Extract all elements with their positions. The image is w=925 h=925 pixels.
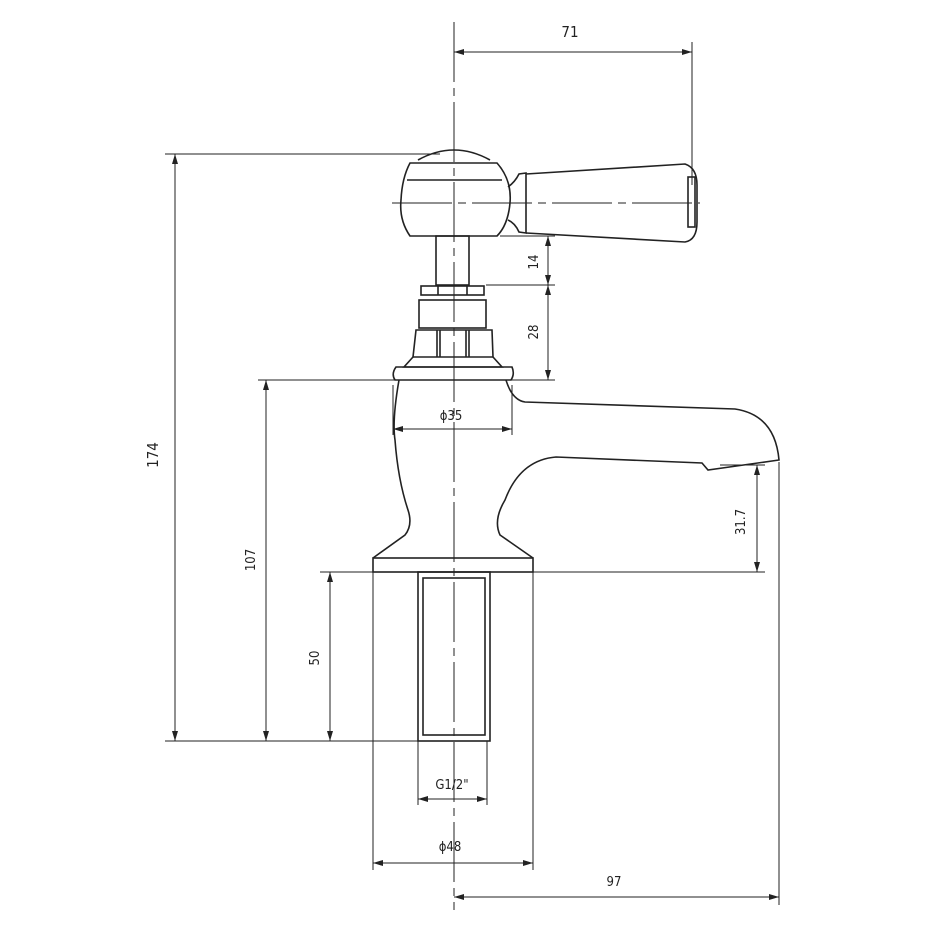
label-28: 28 [527, 325, 542, 340]
tap-body [372, 379, 780, 742]
dimension-lines [172, 49, 779, 900]
label-14: 14 [527, 255, 542, 270]
label-31-7: 31.7 [734, 509, 749, 535]
label-35: ϕ35 [440, 409, 463, 424]
extension-lines [165, 42, 780, 905]
label-thread: G1/2" [435, 778, 468, 793]
lever-handle [399, 149, 698, 243]
label-97: 97 [607, 875, 622, 890]
label-71: 71 [561, 23, 578, 41]
bonnet-assembly [392, 235, 515, 381]
label-50: 50 [308, 651, 323, 666]
label-174: 174 [144, 442, 162, 468]
label-107: 107 [244, 549, 259, 571]
label-48: ϕ48 [439, 840, 462, 855]
